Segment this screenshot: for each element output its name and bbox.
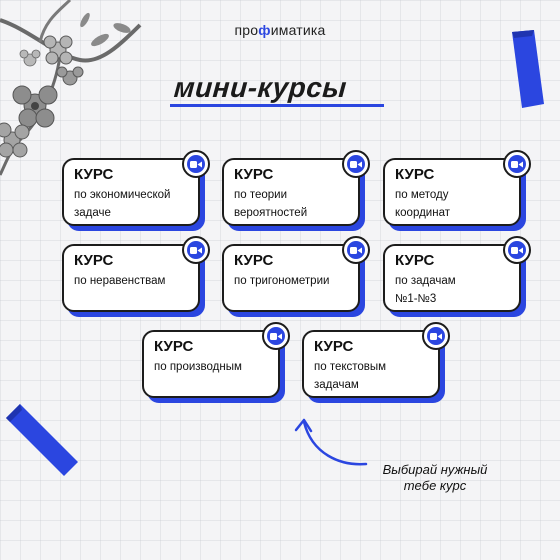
card-subtitle: по теории вероятностей: [234, 189, 308, 219]
title-underline: [170, 104, 384, 107]
video-camera-icon: [503, 150, 531, 178]
blue-tape-decoration: [512, 30, 544, 108]
card-heading: КУРС: [154, 338, 194, 355]
card-subtitle: по производным: [154, 361, 242, 373]
card-heading: КУРС: [395, 166, 435, 183]
card-heading: КУРС: [314, 338, 354, 355]
hint-line-1: Выбирай нужный: [382, 462, 488, 477]
video-camera-icon: [182, 236, 210, 264]
card-subtitle: по экономической задаче: [74, 189, 171, 219]
card-face: КУРС по методу координат: [383, 158, 521, 226]
card-heading: КУРС: [234, 166, 274, 183]
card-heading: КУРС: [74, 252, 114, 269]
card-heading: КУРС: [395, 252, 435, 269]
card-face: КУРС по задачам №1-№3: [383, 244, 521, 312]
course-card-word-problems[interactable]: КУРС по текстовым задачам: [302, 322, 450, 403]
blossom-branch-decoration: [0, 0, 142, 176]
card-subtitle: по тригонометрии: [234, 275, 330, 287]
card-heading: КУРС: [234, 252, 274, 269]
course-card-tasks-1-3[interactable]: КУРС по задачам №1-№3: [383, 236, 531, 317]
card-subtitle: по задачам №1-№3: [395, 275, 456, 305]
brand-accent: ф: [258, 22, 271, 38]
course-card-trigonometry[interactable]: КУРС по тригонометрии: [222, 236, 370, 317]
card-face: КУРС по теории вероятностей: [222, 158, 360, 226]
card-face: КУРС по тригонометрии: [222, 244, 360, 312]
video-camera-icon: [503, 236, 531, 264]
course-card-probability[interactable]: КУРС по теории вероятностей: [222, 150, 370, 231]
course-card-economic[interactable]: КУРС по экономической задаче: [62, 150, 210, 231]
card-subtitle: по методу координат: [395, 189, 450, 219]
video-camera-icon: [182, 150, 210, 178]
choose-course-hint: Выбирай нужный тебе курс: [350, 462, 520, 494]
card-face: КУРС по производным: [142, 330, 280, 398]
video-camera-icon: [342, 150, 370, 178]
course-card-coordinates[interactable]: КУРС по методу координат: [383, 150, 531, 231]
card-face: КУРС по неравенствам: [62, 244, 200, 312]
card-subtitle: по текстовым задачам: [314, 361, 387, 391]
video-camera-icon: [262, 322, 290, 350]
brand-post: иматика: [270, 22, 326, 38]
card-heading: КУРС: [74, 166, 114, 183]
video-camera-icon: [422, 322, 450, 350]
card-face: КУРС по экономической задаче: [62, 158, 200, 226]
page-title: мини-курсы: [172, 72, 348, 103]
course-card-inequalities[interactable]: КУРС по неравенствам: [62, 236, 210, 317]
page-title-block: мини-курсы: [170, 70, 390, 110]
card-face: КУРС по текстовым задачам: [302, 330, 440, 398]
card-subtitle: по неравенствам: [74, 275, 166, 287]
video-camera-icon: [342, 236, 370, 264]
hint-line-2: тебе курс: [403, 478, 467, 493]
curved-arrow-icon: [294, 418, 368, 466]
blue-tape-decoration: [6, 404, 78, 476]
brand-pre: про: [234, 22, 259, 38]
brand-logo: профиматика: [0, 22, 560, 38]
course-card-derivatives[interactable]: КУРС по производным: [142, 322, 290, 403]
